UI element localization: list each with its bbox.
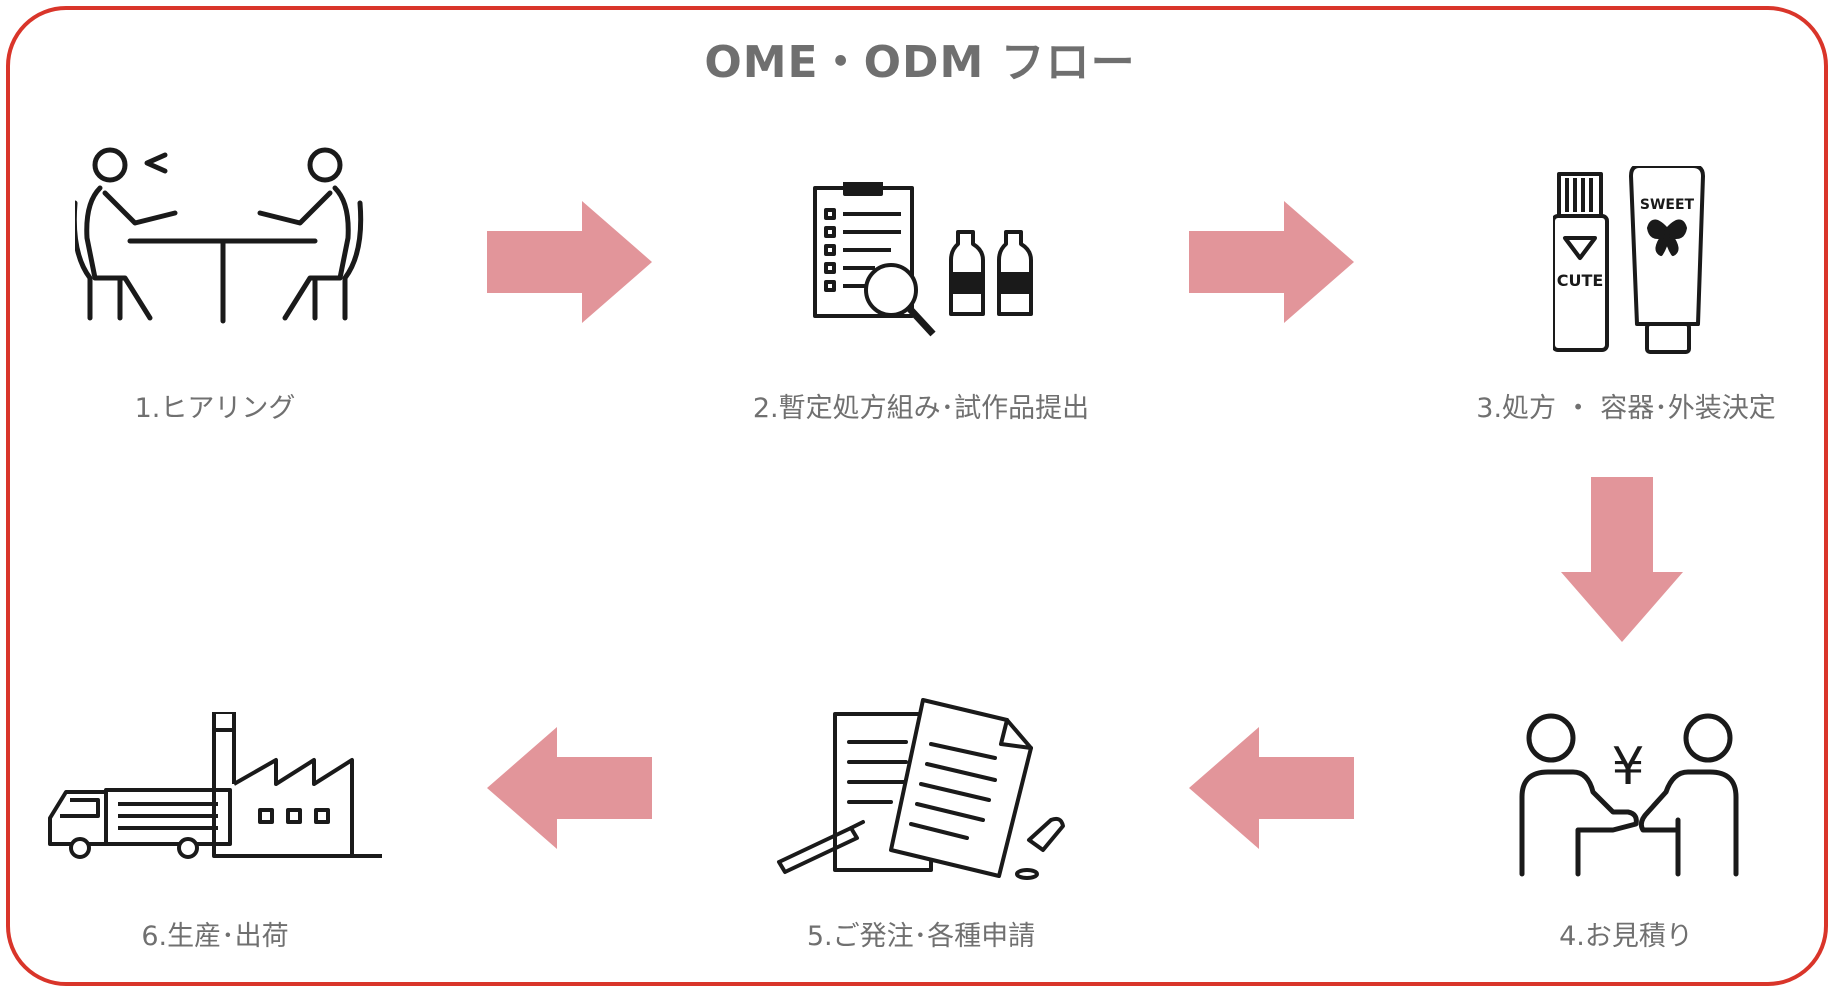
diagram-title: OME・ODM フロー <box>704 37 1136 88</box>
step-5-label: 5.ご発注･各種申請 <box>806 921 1036 952</box>
step-1-label: 1.ヒアリング <box>134 393 296 424</box>
checklist-and-samples-icon <box>813 182 1043 347</box>
cute-container-label: CUTE <box>1557 271 1604 290</box>
yen-handshake-icon: ¥ <box>1518 712 1743 880</box>
sweet-container-label: SWEET <box>1640 197 1695 213</box>
consultation-icon <box>75 143 365 328</box>
step-6-label: 6.生産･出荷 <box>141 921 289 952</box>
arrow-left-icon <box>1189 727 1354 849</box>
truck-and-factory-icon <box>46 712 391 864</box>
yen-symbol: ¥ <box>1611 737 1644 797</box>
step-2-label: 2.暫定処方組み･試作品提出 <box>752 393 1090 424</box>
arrow-left-icon <box>487 727 652 849</box>
step-4-label: 4.お見積り <box>1559 921 1693 952</box>
arrow-right-icon <box>487 201 652 323</box>
step-3-label: 3.処方 ・ 容器･外装決定 <box>1476 393 1776 424</box>
documents-and-pen-icon <box>771 692 1071 882</box>
cosmetic-containers-icon: CUTE SWEET <box>1553 166 1708 358</box>
arrow-right-icon <box>1189 201 1354 323</box>
diagram-frame <box>6 6 1828 986</box>
arrow-down-icon <box>1561 477 1683 642</box>
